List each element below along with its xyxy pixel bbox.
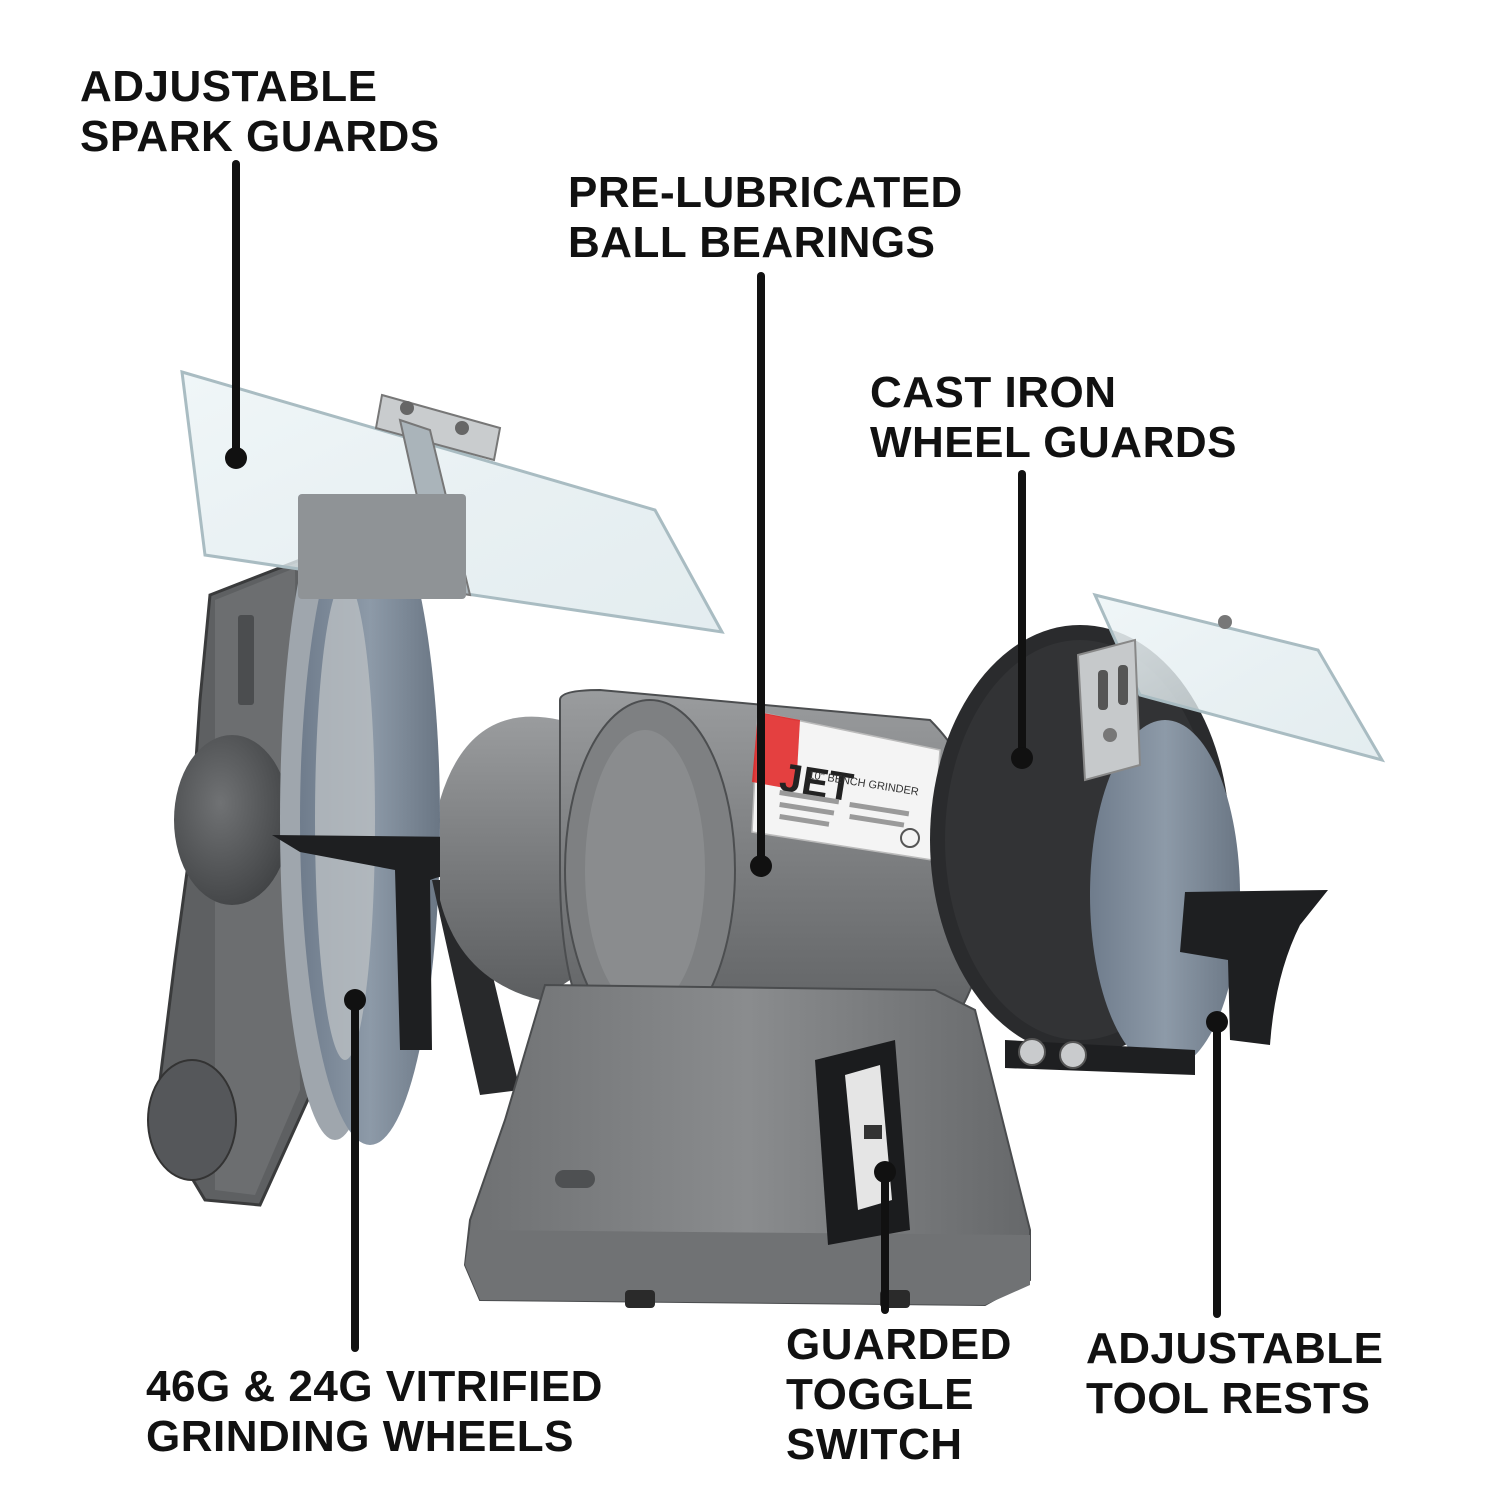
right-grinding-wheel — [1090, 720, 1240, 1070]
left-wheel-guard — [147, 557, 312, 1207]
callout-wheel-guards: CAST IRON WHEEL GUARDS — [870, 368, 1237, 468]
motor-housing: JET 10" BENCH GRINDER — [440, 688, 992, 1052]
callout-tool-rests-line2: TOOL RESTS — [1086, 1374, 1371, 1423]
callout-ball-bearings-line2: BALL BEARINGS — [568, 218, 936, 267]
callout-grinding-wheels: 46G & 24G VITRIFIED GRINDING WHEELS — [146, 1362, 603, 1462]
callout-toggle-switch-line1: GUARDED — [786, 1320, 1012, 1369]
callout-tool-rests-line1: ADJUSTABLE — [1086, 1324, 1384, 1373]
callout-grinding-wheels-line1: 46G & 24G VITRIFIED — [146, 1362, 603, 1411]
callout-ball-bearings: PRE-LUBRICATED BALL BEARINGS — [568, 168, 963, 268]
left-spark-guard — [180, 369, 725, 634]
callout-spark-guards-line2: SPARK GUARDS — [80, 112, 440, 161]
callout-spark-guards: ADJUSTABLE SPARK GUARDS — [80, 62, 440, 162]
callout-wheel-guards-line2: WHEEL GUARDS — [870, 418, 1237, 467]
callout-toggle-switch-line2: TOGGLE — [786, 1370, 974, 1419]
toggle-switch — [864, 1125, 882, 1139]
cast-iron-base — [463, 983, 1031, 1308]
callout-tool-rests: ADJUSTABLE TOOL RESTS — [1086, 1324, 1384, 1424]
right-spark-guard — [1076, 592, 1386, 782]
callout-toggle-switch: GUARDED TOGGLE SWITCH — [786, 1320, 1012, 1470]
callout-ball-bearings-line1: PRE-LUBRICATED — [568, 168, 963, 217]
callout-grinding-wheels-line2: GRINDING WHEELS — [146, 1412, 574, 1461]
callout-wheel-guards-line1: CAST IRON — [870, 368, 1117, 417]
callout-toggle-switch-line3: SWITCH — [786, 1420, 963, 1469]
callout-leaders — [225, 160, 1228, 1352]
right-tool-rest — [1005, 890, 1328, 1075]
callout-spark-guards-line1: ADJUSTABLE — [80, 62, 378, 111]
